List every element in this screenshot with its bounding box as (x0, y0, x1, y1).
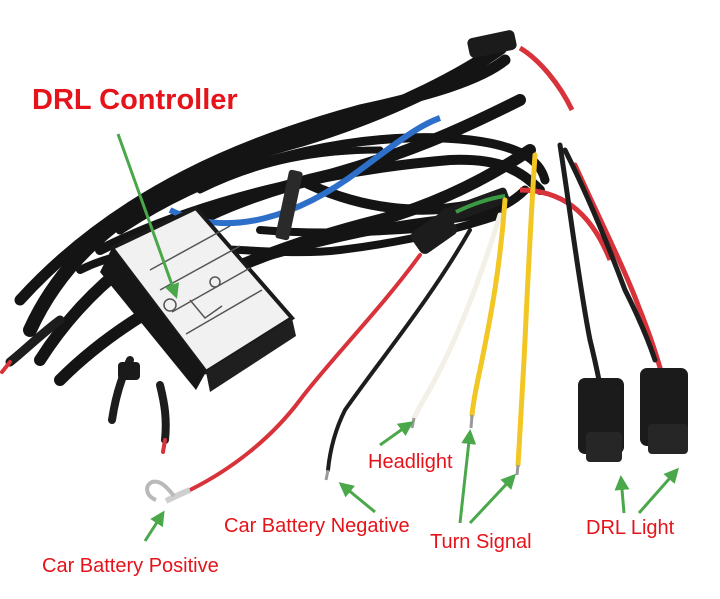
drl-light-connectors (578, 368, 688, 462)
top-connector (467, 30, 517, 58)
cable-tie (275, 169, 303, 241)
drl-controller-label: DRL Controller (32, 84, 238, 116)
headlight-label: Headlight (368, 451, 453, 473)
ring-terminal (145, 479, 192, 504)
car-battery-positive-label: Car Battery Positive (42, 555, 219, 577)
output-wires (188, 142, 665, 492)
drl-light-label: DRL Light (586, 517, 675, 539)
car-battery-negative-label: Car Battery Negative (224, 515, 410, 537)
top-red-wire (518, 45, 575, 112)
wire-bundle (14, 41, 550, 386)
pointer-arrows (116, 133, 679, 542)
blue-wire (168, 115, 442, 226)
turn-signal-label: Turn Signal (430, 531, 532, 553)
controller-lead-wires (0, 315, 170, 454)
fuse-holder (410, 187, 510, 254)
